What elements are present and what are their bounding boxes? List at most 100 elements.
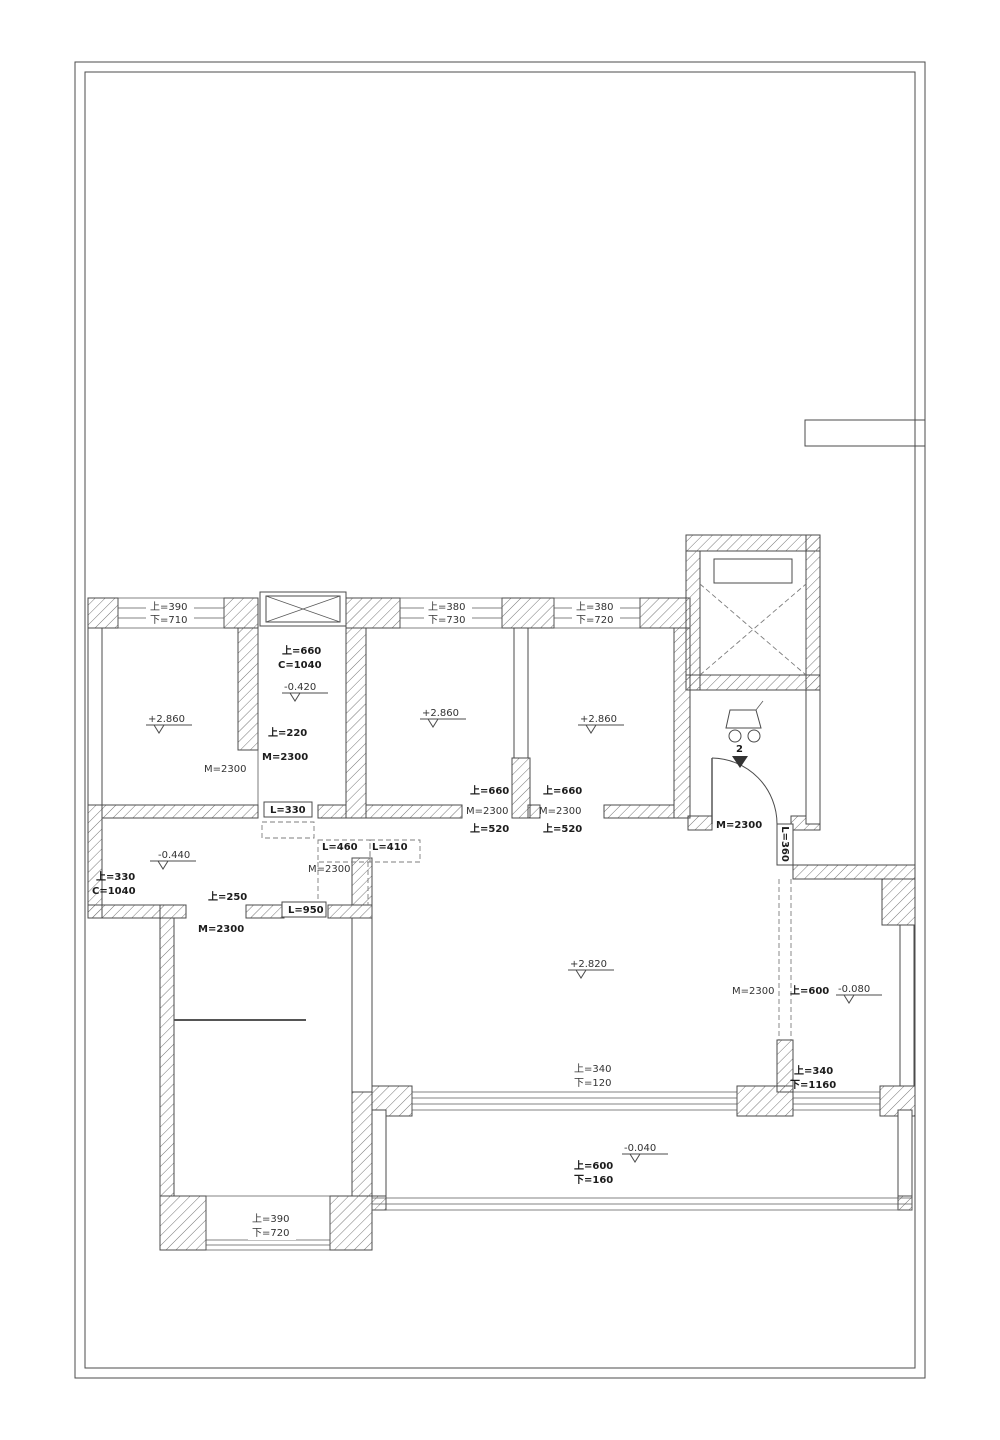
balcony-door-label: 下=160 xyxy=(574,1174,613,1186)
door-label: M=2300 xyxy=(539,806,581,817)
wall-segment xyxy=(159,917,175,1197)
beam-l410-label: L=410 xyxy=(372,842,408,853)
cart-icon xyxy=(725,700,764,743)
elevator-shaft xyxy=(685,534,821,691)
level-symbol xyxy=(835,994,883,1004)
wall-segment xyxy=(685,674,821,691)
windows-lower xyxy=(205,1091,913,1251)
wall-segment xyxy=(345,627,367,819)
flue-label: 上=660 xyxy=(282,644,321,657)
level-label-balcony: -0.040 xyxy=(624,1143,656,1154)
top-window-mid-label: 上=380 xyxy=(428,601,465,613)
wall-segment xyxy=(776,823,794,866)
wall-segment xyxy=(245,904,285,919)
entry-number-label: 2 xyxy=(736,744,743,755)
level-label-bath: -0.440 xyxy=(158,850,190,861)
door-height-label: M=2300 xyxy=(262,752,308,763)
site-boundary xyxy=(74,61,926,1379)
balcony-railing xyxy=(371,1197,913,1211)
wall-segment xyxy=(87,904,161,919)
wall-pier xyxy=(329,1195,373,1251)
level-symbol xyxy=(577,724,625,734)
level-symbol xyxy=(149,860,197,870)
wall-pier xyxy=(345,597,401,629)
door-label: 上=520 xyxy=(470,822,509,835)
top-exterior-wall xyxy=(87,591,691,629)
top-window-mid-label: 下=730 xyxy=(428,615,465,626)
level-label-bed-left: +2.860 xyxy=(148,714,185,725)
boundary-outer xyxy=(74,61,926,1379)
wall-segment xyxy=(317,804,347,819)
wall-segment xyxy=(805,534,821,691)
label-bg xyxy=(146,600,194,626)
beam-l360-label: L=360 xyxy=(779,826,790,862)
wall-pier xyxy=(159,1195,207,1251)
level-label-duct: -0.420 xyxy=(284,682,316,693)
beam-outline xyxy=(369,839,421,863)
beam-l330-label: L=330 xyxy=(270,805,306,816)
wall-segment xyxy=(351,857,373,906)
entry-door-label: M=2300 xyxy=(716,820,762,831)
label-bg xyxy=(572,600,620,626)
level-label-living: +2.820 xyxy=(570,959,607,970)
level-symbol xyxy=(567,969,615,979)
wall-pier xyxy=(736,1085,794,1117)
door-swing-arc xyxy=(711,757,778,825)
level-label-bed-right: +2.860 xyxy=(580,714,617,725)
balcony-window-label: 上=340 xyxy=(574,1063,611,1075)
wall-pier xyxy=(501,597,555,629)
kitchen-window-label: 下=1160 xyxy=(790,1079,836,1091)
bottom-window-label: 上=390 xyxy=(252,1213,289,1225)
wall-segment xyxy=(237,627,259,751)
wall-segment xyxy=(159,904,187,919)
door-label: 上=520 xyxy=(543,822,582,835)
wall-segment xyxy=(351,1091,373,1197)
elevator-cab xyxy=(699,550,807,676)
wall-segment xyxy=(87,627,103,806)
wall-segment xyxy=(805,689,821,825)
label-box xyxy=(281,901,327,918)
entry-marker: 2 xyxy=(732,744,748,768)
wall-segment xyxy=(685,534,821,552)
wall-segment xyxy=(87,804,103,919)
level-symbol xyxy=(145,724,193,734)
wall-pier xyxy=(639,597,691,629)
beam-outline xyxy=(261,821,315,839)
window xyxy=(793,1091,880,1111)
balcony-door-label: 上=600 xyxy=(574,1159,613,1172)
door-label: 上=660 xyxy=(543,784,582,797)
wall-segment xyxy=(792,864,916,880)
beam-labels: L=330 L=950 L=360 xyxy=(263,801,790,918)
wall-segment xyxy=(513,627,529,759)
level-symbol xyxy=(281,692,329,702)
kitchen-sill-label: 上=600 xyxy=(790,984,829,997)
bottom-window-label: 下=720 xyxy=(252,1228,289,1239)
door-height-label: M=2300 xyxy=(198,924,244,935)
wall-segment xyxy=(687,815,713,831)
kitchen-opening-label: M=2300 xyxy=(732,986,774,997)
level-label-kitchen: -0.080 xyxy=(838,984,870,995)
window xyxy=(411,1091,738,1111)
wall-segment xyxy=(365,804,463,819)
wall-pier xyxy=(87,597,119,629)
wall-pier xyxy=(881,878,916,926)
level-symbol xyxy=(621,1153,669,1163)
elevator-counterweight xyxy=(713,558,793,584)
wall-segment xyxy=(603,804,675,819)
entry-door xyxy=(711,757,778,825)
wall-segment xyxy=(897,1109,913,1197)
balcony-window-label: 下=120 xyxy=(574,1078,611,1089)
top-window-right-label: 上=380 xyxy=(576,601,613,613)
door-label: M=2300 xyxy=(466,806,508,817)
label-bg xyxy=(248,1212,296,1240)
bath-door-sill-label: 上=250 xyxy=(208,890,247,903)
boundary-inner xyxy=(84,71,916,1369)
dashed-openings xyxy=(261,821,792,1040)
top-window-left-label: 上=390 xyxy=(150,601,187,613)
level-symbol xyxy=(419,718,467,728)
wall-segment xyxy=(327,904,373,919)
wall-segment xyxy=(101,804,259,819)
wall-segment xyxy=(899,924,915,1087)
